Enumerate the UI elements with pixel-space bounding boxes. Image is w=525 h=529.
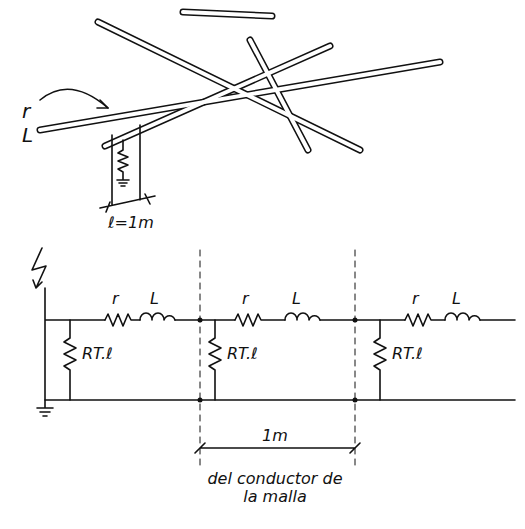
component-label: r <box>22 100 30 122</box>
arrow-head <box>97 100 108 108</box>
inductor-symbol <box>140 313 175 320</box>
dimension-label: ℓ=1m <box>108 214 154 232</box>
dimension-line <box>100 125 155 212</box>
grid-rods <box>40 12 440 150</box>
dimension-label: 1m <box>262 427 288 445</box>
top-rail <box>45 288 515 400</box>
resistor-symbol <box>117 140 129 186</box>
bottom-rail <box>37 400 515 416</box>
resistor-symbol <box>374 320 386 400</box>
resistor-symbol <box>209 320 221 400</box>
component-label: L <box>292 290 301 308</box>
component-label: L <box>452 290 461 308</box>
component-label: L <box>22 124 33 146</box>
resistor-symbol <box>405 314 445 326</box>
component-label: r <box>112 290 119 308</box>
inductor-symbol <box>285 313 320 320</box>
junction-dots <box>198 318 358 403</box>
lightning-symbol <box>32 248 46 288</box>
note: del conductor de la malla <box>205 470 345 505</box>
component-label: RT.ℓ <box>227 345 258 363</box>
resistor-symbol <box>235 314 285 326</box>
component-label: L <box>150 290 159 308</box>
resistor-symbol <box>105 314 140 326</box>
pointer-arrow <box>40 89 108 108</box>
component-label: RT.ℓ <box>392 345 423 363</box>
resistor-symbol <box>64 320 76 400</box>
inductor-symbol <box>445 313 480 320</box>
section-line <box>200 250 355 470</box>
component-label: r <box>412 290 419 308</box>
component-label: RT.ℓ <box>82 345 113 363</box>
component-label: r <box>242 290 249 308</box>
